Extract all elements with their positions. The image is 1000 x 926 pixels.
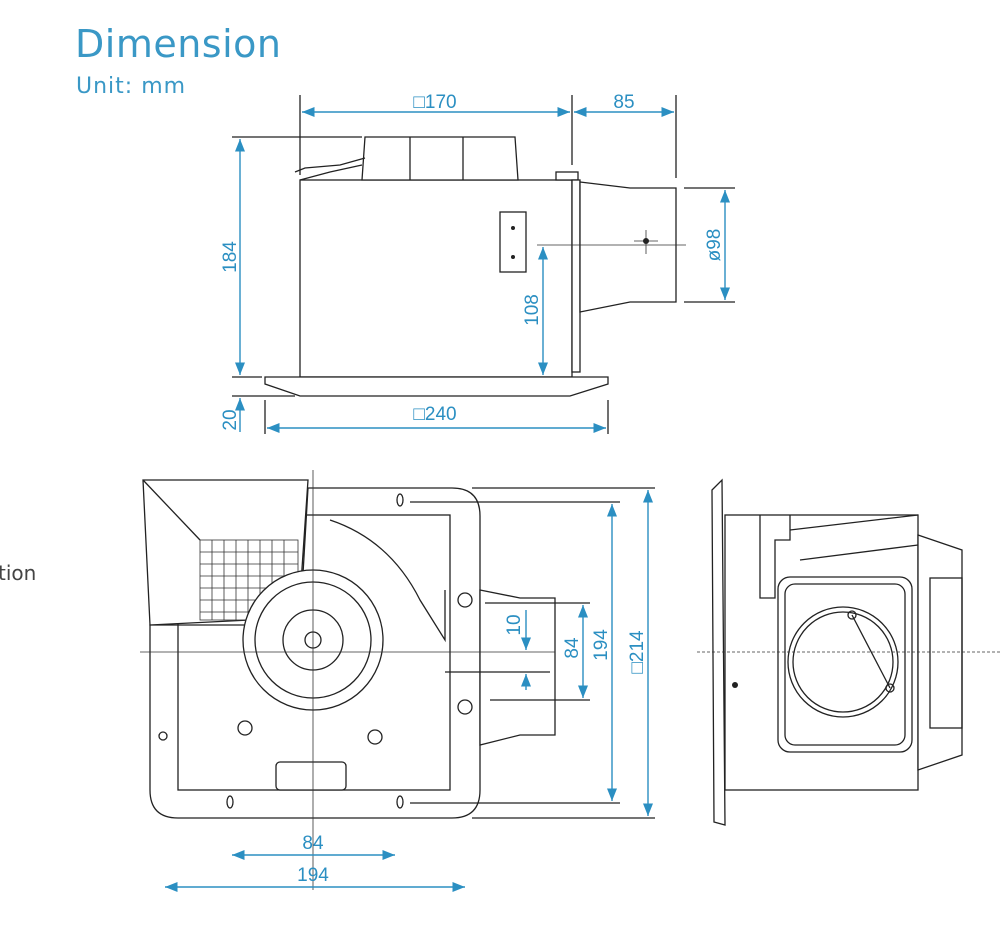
dim-240: □240 [413,404,456,425]
motor-box [361,136,519,181]
handle [275,761,347,791]
side-panel [711,478,726,826]
dim-194-horizontal: 194 [297,865,329,886]
dim-84-horizontal: 84 [302,833,324,854]
dim-194-vertical: 194 [591,629,612,661]
bottom-view: □214 194 84 10 84 194 [140,470,655,893]
side-view [697,478,1000,826]
truncated-caption: tion [0,561,37,585]
fan-body [299,179,573,378]
dim-170: □170 [413,92,456,113]
dim-20: 20 [220,409,241,430]
terminal-plate [499,211,527,273]
dim-98: ø98 [704,229,725,262]
dim-214: □214 [627,630,648,674]
dim-84-vertical: 84 [562,637,583,659]
dim-10: 10 [504,614,525,635]
unit-label: Unit: mm [76,74,187,99]
page-title: Dimension [75,22,282,66]
bottom-duct [479,589,556,746]
dim-108: 108 [522,294,543,326]
damper-circle [787,606,899,718]
front-view: □170 85 184 20 □240 ø98 108 [220,92,735,434]
collar [571,179,581,373]
duct-outlet [579,181,677,313]
ceiling-panel [264,376,609,397]
dim-184: 184 [220,241,241,273]
dim-85: 85 [613,92,634,113]
side-duct [917,534,963,771]
side-outlet-frame [777,576,913,753]
